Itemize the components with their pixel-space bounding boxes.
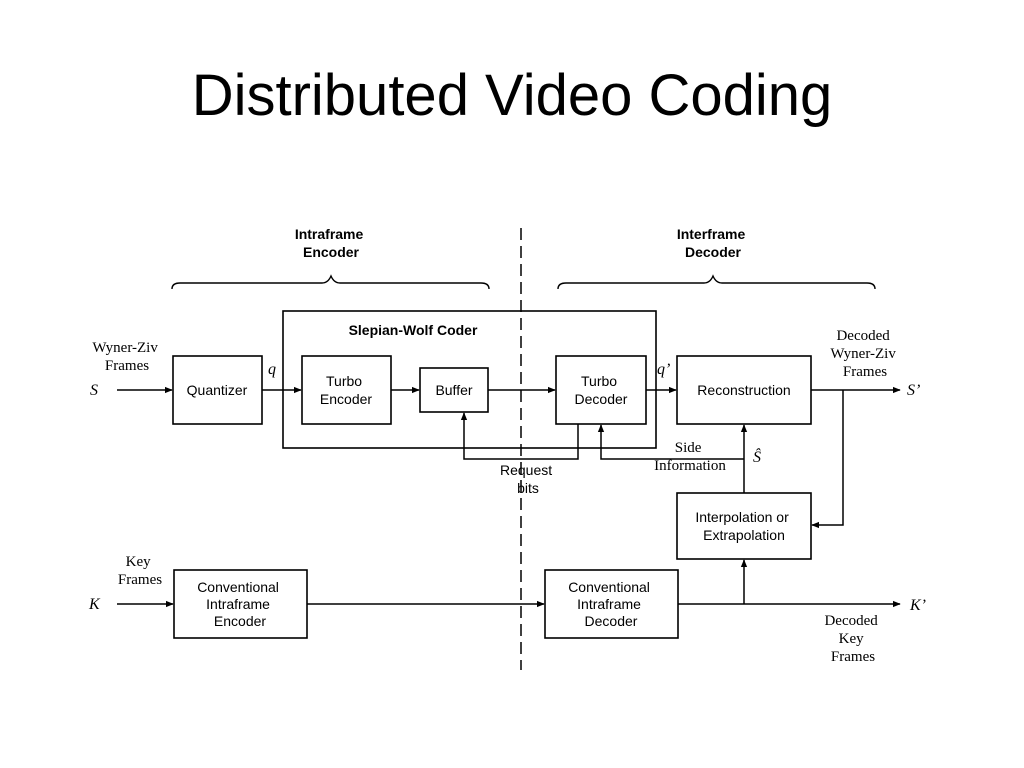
decoded-wyner-ziv-frames-label: Decoded Wyner-Ziv Frames (830, 328, 899, 380)
conventional-encoder-label: Conventional Intraframe Encoder (197, 579, 283, 629)
wyner-ziv-frames-label: Wyner-Ziv Frames (92, 340, 161, 374)
reconstruction-block (676, 355, 812, 425)
slepian-wolf-coder-label: Slepian-Wolf Coder (349, 322, 478, 338)
conventional-decoder-block (544, 569, 679, 639)
quantizer-label: Quantizer (187, 382, 248, 398)
turbo-decoder-label: Turbo Decoder (575, 373, 628, 407)
conventional-decoder-label: Conventional Intraframe Decoder (568, 579, 654, 629)
key-frames-label: Key Frames (118, 554, 162, 588)
q-prime-symbol: q’ (657, 361, 670, 378)
side-information-label: Side Information (654, 440, 726, 474)
turbo-decoder-block (555, 355, 647, 425)
interframe-decoder-heading: Interframe Decoder (677, 226, 749, 260)
k-prime-symbol: K’ (909, 597, 926, 614)
side-info-to-turbo-decoder-arrow (597, 424, 744, 460)
quantizer-block (172, 355, 263, 425)
feedback-to-interpolation-arrow (811, 390, 844, 529)
encoder-brace (171, 274, 490, 290)
s-prime-symbol: S’ (907, 382, 920, 399)
turbo-encoder-label: Turbo Encoder (320, 373, 372, 407)
buffer-label: Buffer (435, 382, 472, 398)
decoder-brace (557, 274, 876, 290)
interpolation-block (676, 492, 812, 560)
conventional-encoder-block (173, 569, 308, 639)
slepian-wolf-coder-frame (282, 310, 657, 449)
request-bits-label: Request bits (500, 462, 556, 496)
turbo-encoder-block (301, 355, 392, 425)
s-symbol: S (90, 382, 98, 399)
reconstruction-label: Reconstruction (697, 382, 790, 398)
decoded-key-frames-label: Decoded Key Frames (824, 613, 881, 665)
s-hat-symbol: Ŝ (753, 447, 761, 466)
interpolation-label: Interpolation or Extrapolation (695, 509, 792, 543)
intraframe-encoder-heading: Intraframe Encoder (295, 226, 367, 260)
request-bits-arrow (460, 412, 579, 460)
slide-title: Distributed Video Coding (191, 63, 833, 128)
q-symbol: q (268, 361, 276, 378)
k-symbol: K (88, 596, 101, 613)
